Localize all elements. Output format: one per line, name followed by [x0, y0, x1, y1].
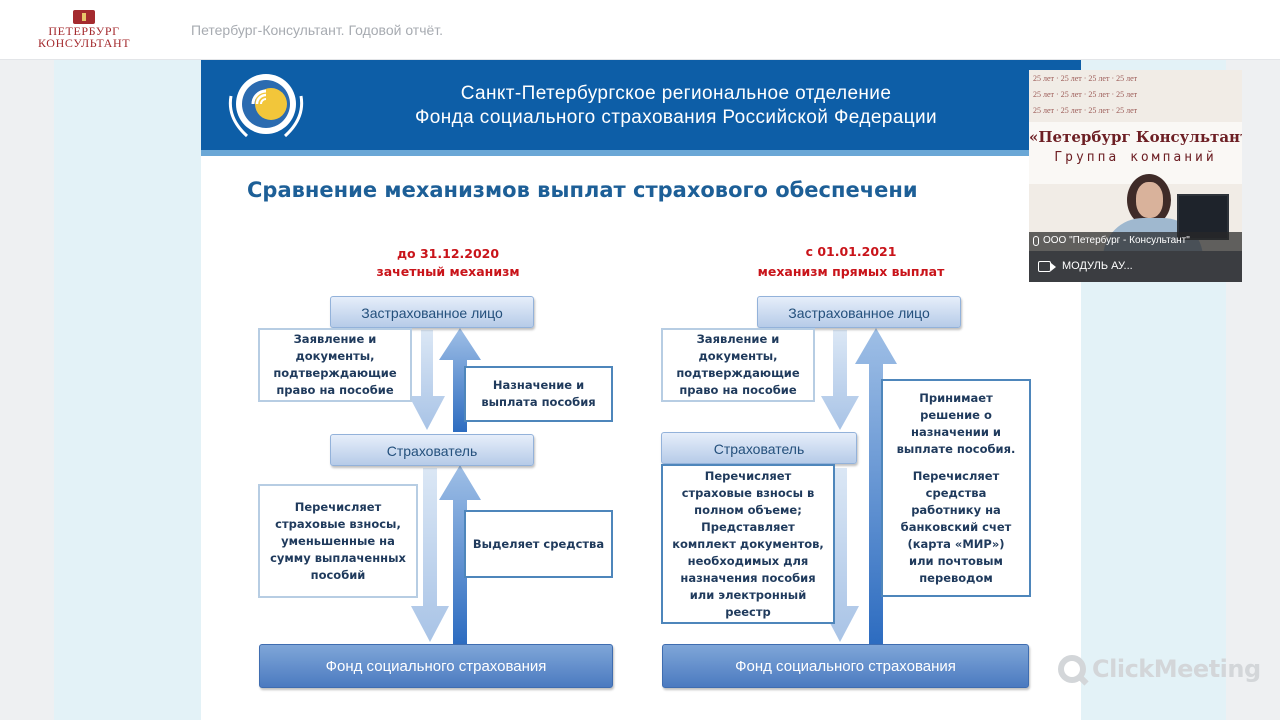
left-arrow-down-1: [409, 330, 445, 430]
text-line: работнику на: [897, 502, 1016, 519]
logo-line-2: КОНСУЛЬТАНТ: [38, 37, 130, 49]
text-line: Назначение и: [481, 377, 595, 394]
background-pattern: 25 лет · 25 лет · 25 лет · 25 лет: [1033, 74, 1137, 83]
text-line: Представляет: [672, 519, 824, 536]
left-box-allocate: Выделяет средства: [464, 510, 613, 578]
webcam-video: 25 лет · 25 лет · 25 лет · 25 лет 25 лет…: [1029, 70, 1242, 251]
webcam-tile[interactable]: 25 лет · 25 лет · 25 лет · 25 лет 25 лет…: [1029, 70, 1242, 282]
right-policyholder: Страхователь: [661, 432, 857, 464]
left-box-application: Заявление и документы, подтверждающие пр…: [258, 328, 412, 402]
microphone-icon: [1033, 236, 1039, 246]
left-policyholder: Страхователь: [330, 434, 534, 466]
text-line: средства: [897, 485, 1016, 502]
spacer: [897, 458, 1016, 468]
text-line: (карта «МИР»): [897, 536, 1016, 553]
text-line: право на пособие: [676, 382, 799, 399]
logo-emblem-icon: [73, 10, 95, 24]
module-label[interactable]: МОДУЛЬ АУ...: [1062, 260, 1133, 272]
text-line: выплата пособия: [481, 394, 595, 411]
right-box-decision: Принимает решение о назначении и выплате…: [881, 379, 1031, 597]
presentation-slide: Санкт-Петербургское региональное отделен…: [201, 60, 1081, 720]
video-camera-icon[interactable]: [1038, 261, 1051, 272]
right-arrow-down-1: [821, 330, 859, 430]
text-line: подтверждающие: [676, 365, 799, 382]
text-line: страховые взносы в: [672, 485, 824, 502]
text-line: необходимых для: [672, 553, 824, 570]
text-line: Перечисляет: [897, 468, 1016, 485]
text-line: решение о: [897, 407, 1016, 424]
left-social-insurance-fund: Фонд социального страхования: [259, 644, 613, 688]
left-box-assignment: Назначение и выплата пособия: [464, 366, 613, 422]
webcam-footer: [1029, 251, 1242, 282]
background-pattern: 25 лет · 25 лет · 25 лет · 25 лет: [1033, 106, 1137, 115]
left-insured-person: Застрахованное лицо: [330, 296, 534, 328]
top-bar: ПЕТЕРБУРГ КОНСУЛЬТАНТ Петербург-Консульт…: [0, 0, 1280, 60]
text-line: сумму выплаченных: [270, 550, 406, 567]
text-line: полном объеме;: [672, 502, 824, 519]
text-line: документы,: [676, 348, 799, 365]
text-line: комплект документов,: [672, 536, 824, 553]
clickmeeting-watermark: ClickMeeting: [1058, 652, 1261, 686]
left-box-transfer: Перечисляет страховые взносы, уменьшенны…: [258, 484, 418, 598]
right-box-transfer: Перечисляет страховые взносы в полном об…: [661, 464, 835, 624]
text-line: страховые взносы,: [270, 516, 406, 533]
text-line: Заявление и: [273, 331, 396, 348]
text-line: документы,: [273, 348, 396, 365]
text-line: Перечисляет: [270, 499, 406, 516]
text-line: переводом: [897, 570, 1016, 587]
right-social-insurance-fund: Фонд социального страхования: [662, 644, 1029, 688]
background-pattern: 25 лет · 25 лет · 25 лет · 25 лет: [1033, 90, 1137, 99]
participant-name: ООО "Петербург - Консультант": [1043, 235, 1190, 246]
text-line: или почтовым: [897, 553, 1016, 570]
text-line: Перечисляет: [672, 468, 824, 485]
right-insured-person: Застрахованное лицо: [757, 296, 961, 328]
text-line: уменьшенные на: [270, 533, 406, 550]
text-line: пособий: [270, 567, 406, 584]
webcam-brand: «Петербург Консультант»: [1029, 128, 1242, 146]
text-line: реестр: [672, 604, 824, 621]
webcam-group: Группа компаний: [1029, 150, 1242, 165]
text-line: Выделяет средства: [473, 536, 604, 553]
speaker-face: [1136, 182, 1163, 218]
clickmeeting-text: ClickMeeting: [1092, 655, 1261, 683]
text-line: Принимает: [897, 390, 1016, 407]
text-line: выплате пособия.: [897, 441, 1016, 458]
text-line: подтверждающие: [273, 365, 396, 382]
text-line: или электронный: [672, 587, 824, 604]
window-title: Петербург-Консультант. Годовой отчёт.: [191, 22, 443, 38]
right-box-application: Заявление и документы, подтверждающие пр…: [661, 328, 815, 402]
text-line: право на пособие: [273, 382, 396, 399]
text-line: банковский счет: [897, 519, 1016, 536]
text-line: назначения пособия: [672, 570, 824, 587]
clickmeeting-logo-icon: [1058, 655, 1086, 683]
text-line: Заявление и: [676, 331, 799, 348]
company-logo[interactable]: ПЕТЕРБУРГ КОНСУЛЬТАНТ: [38, 10, 130, 52]
text-line: назначении и: [897, 424, 1016, 441]
